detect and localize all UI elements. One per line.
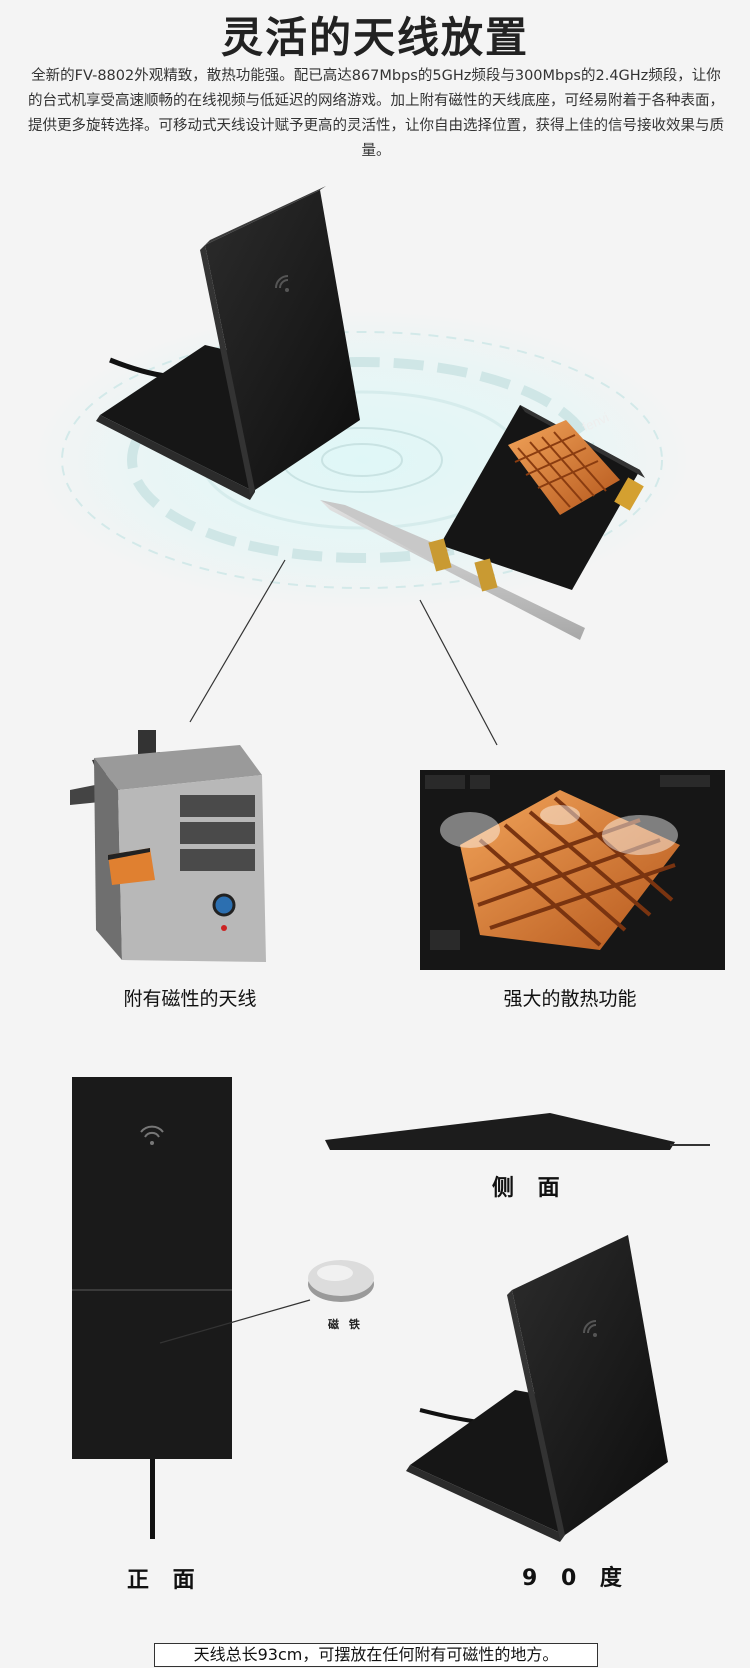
product-description: 全新的FV-8802外观精致，散热功能强。配已高达867Mbps的5GHz频段与… [28, 68, 724, 159]
heatsink [508, 420, 620, 515]
magnetic-antenna-caption: 附有磁性的天线 [123, 988, 257, 1010]
cable-length-note: 天线总长93cm，可摆放在任何附有可磁性的地方。 [154, 1643, 598, 1667]
antenna-front-view [72, 1077, 311, 1539]
sma-connector-2 [474, 558, 498, 592]
wifi-icon [275, 275, 289, 292]
page-title: 灵活的天线放置 [220, 13, 529, 62]
callout-line-left [189, 559, 286, 723]
heatsink-closeup-image [420, 770, 725, 970]
magnet-pointer [159, 1299, 311, 1344]
magnet-image [308, 1260, 374, 1302]
sma-connector-1 [428, 538, 452, 572]
front-view-label: 正 面 [127, 1568, 203, 1593]
callout-line-right [419, 599, 498, 746]
side-view-label: 侧 面 [492, 1176, 568, 1201]
wifi-icon-front [140, 1125, 164, 1145]
ninety-degree-label: 9 0 度 [522, 1566, 630, 1591]
magnet-label: 磁 铁 [328, 1318, 363, 1331]
antenna-90-degree-view [406, 1235, 668, 1542]
pc-tower-image [70, 730, 266, 962]
heat-dissipation-caption: 强大的散热功能 [503, 988, 637, 1010]
antenna-stand [96, 186, 360, 500]
wifi-card: fenvi [320, 405, 645, 640]
antenna-side-view [325, 1113, 710, 1150]
